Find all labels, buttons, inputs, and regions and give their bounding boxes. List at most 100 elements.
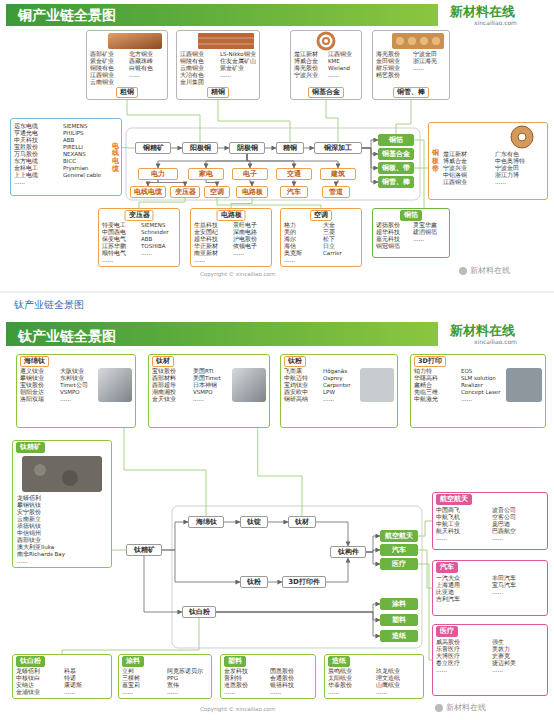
company-name: 东邦钛业 xyxy=(60,375,98,382)
company-name: …… xyxy=(141,250,178,257)
company-name: 金发科技 xyxy=(224,668,268,675)
company-name: 空客公司 xyxy=(492,514,546,521)
company-name: …… xyxy=(495,179,545,186)
group-outline xyxy=(126,128,420,200)
company-name: 顺特电气 xyxy=(102,250,139,257)
process-box: 电路板 xyxy=(236,186,268,198)
company-name: 丰田汽车 xyxy=(492,575,546,582)
company-name: 三棵树 xyxy=(122,675,165,682)
company-name: 华曙高科 xyxy=(414,375,459,382)
connector xyxy=(362,148,378,168)
company-name: 中航飞机 xyxy=(436,514,490,521)
list-heading: 海绵钛 xyxy=(20,356,49,367)
company-list-box: 涂料立邦三棵树嘉宝莉……阿克苏诺贝尔PPG宣伟…… xyxy=(118,654,212,699)
process-box: 钛锭 xyxy=(240,516,268,528)
company-name: 宝钛股份 xyxy=(152,368,191,375)
company-list: 金发科技普利特道恩股份……国恩股份会通股份银禧科技…… xyxy=(224,668,314,696)
node-label: 阴极铜 xyxy=(237,144,258,153)
list-heading: 电线电缆 xyxy=(112,143,119,174)
connector xyxy=(62,618,199,654)
connector xyxy=(162,522,188,550)
process-box: 汽车 xyxy=(380,544,418,556)
company-name: Höganäs xyxy=(323,368,360,375)
company-name: 钢研高纳 xyxy=(284,396,321,403)
company-list-box: 粗铜西部矿业紫金矿业铜陵有色江西铜业云南铜业北方铜业西藏珠峰白银有色…… xyxy=(86,30,168,100)
company-name: …… xyxy=(461,396,506,403)
company-name: …… xyxy=(122,689,165,696)
company-name: 阿克苏诺贝尔 xyxy=(167,668,210,675)
list-heading: 铜箔 xyxy=(400,210,422,221)
company-name: 保变电气 xyxy=(102,236,139,243)
company-list-box: 钛材宝钛股份西部材料西部超导湖南湘投金天钛业美国RTI美国Timet日本神钢VS… xyxy=(148,354,270,428)
printed-part-photo xyxy=(506,368,542,402)
list-heading: 造纸 xyxy=(328,656,350,667)
company-name: 先临三维 xyxy=(414,389,459,396)
company-name: 攀钢钒钛 xyxy=(17,502,109,509)
connector xyxy=(112,550,126,551)
node-label: 钛锭 xyxy=(247,518,261,527)
company-name: 诺德股份 xyxy=(376,222,411,229)
titanium-sponge-photo xyxy=(98,368,132,402)
node-label: 钛构件 xyxy=(338,548,359,557)
process-box: 阳极铜 xyxy=(182,142,218,154)
company-name: 中核钛白 xyxy=(16,675,62,682)
company-name: 中天科技 xyxy=(14,137,61,144)
company-name: 山鹰纸业 xyxy=(376,682,422,689)
company-name: 科慕 xyxy=(64,668,110,675)
company-name: 楚江新材 xyxy=(443,151,493,158)
ilmenite-photo xyxy=(62,470,78,486)
company-name: 金浦钛业 xyxy=(16,689,62,696)
company-list: 一汽大众上海通用比亚迪吉利汽车丰田汽车宝马汽车…… xyxy=(436,575,546,603)
company-name: 道恩股份 xyxy=(224,682,268,689)
company-name: 大阪钛业 xyxy=(60,368,98,375)
process-box: 电线电缆 xyxy=(130,186,166,198)
company-name: 松下 xyxy=(323,236,360,243)
connector xyxy=(162,550,240,582)
connector xyxy=(304,148,314,149)
company-list-box: 钛粉飞而康中航迈特宝鸡钛业西安欧中钢研高纳HöganäsOspreyCarpen… xyxy=(280,354,398,428)
company-name: 海尔 xyxy=(284,236,321,243)
connector xyxy=(231,198,252,208)
company-name: 中色奥博特 xyxy=(495,158,545,165)
watermark-label: 钛产业链全景图 xyxy=(14,298,84,311)
company-name: 银禧科技 xyxy=(270,682,314,689)
company-name: 格力 xyxy=(284,222,321,229)
company-name: 沪电股份 xyxy=(233,236,270,243)
node-label: 电子 xyxy=(243,170,257,179)
process-box: 涂料 xyxy=(380,598,418,610)
process-box: 海绵钛 xyxy=(188,516,224,528)
company-name: 金安国纪 xyxy=(194,229,231,236)
company-name: 华泰股份 xyxy=(328,682,374,689)
list-heading: 铜基合金 xyxy=(308,87,344,98)
company-name: …… xyxy=(492,667,546,674)
connector xyxy=(362,140,378,148)
copper-rod-photo xyxy=(420,37,428,45)
connector xyxy=(216,612,380,620)
company-name: 宝鸡钛业 xyxy=(284,382,321,389)
company-name: 威高股份 xyxy=(436,639,490,646)
connector xyxy=(139,198,185,208)
node-label: 变压器 xyxy=(175,188,196,197)
company-name: 嘉宝莉 xyxy=(122,682,165,689)
connector xyxy=(216,604,380,612)
refined-copper-photo xyxy=(198,44,254,45)
connector xyxy=(316,522,348,546)
company-name: 康诺斯 xyxy=(64,682,110,689)
company-name: PIRELLI xyxy=(63,144,110,151)
refined-copper-photo xyxy=(198,38,254,39)
process-box: 钛材 xyxy=(288,516,316,528)
company-name: 美敦力 xyxy=(492,646,546,653)
node-label: 涂料 xyxy=(392,600,406,609)
company-name: PHILIPS xyxy=(63,130,110,137)
connector xyxy=(366,536,380,552)
connector xyxy=(326,558,348,582)
process-box: 塑料 xyxy=(380,614,418,626)
company-name: Osprey xyxy=(323,375,360,382)
company-name: 江西铜业 xyxy=(90,72,127,79)
company-name: 太阳纸业 xyxy=(328,675,374,682)
company-name: 上上电缆 xyxy=(14,172,61,179)
company-name: ABB xyxy=(141,236,178,243)
company-name: 普利特 xyxy=(224,675,268,682)
connector xyxy=(268,522,288,523)
